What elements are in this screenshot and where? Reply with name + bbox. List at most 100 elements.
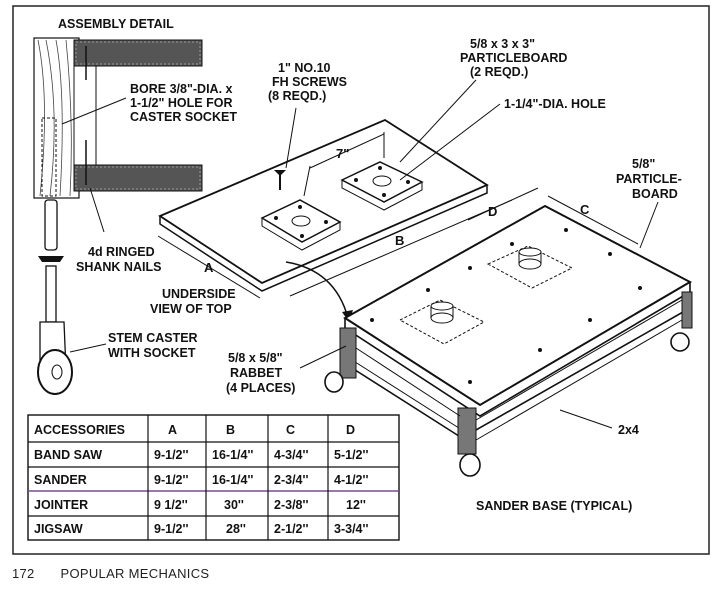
rabbet-label-line1: 5/8 x 5/8"	[228, 351, 283, 365]
seven-inch-ext	[303, 165, 311, 197]
nail-dot	[608, 252, 612, 256]
detail-top-board-texture	[75, 41, 201, 65]
screw-hole	[324, 220, 328, 224]
base-pad-2-tube-top	[518, 247, 542, 257]
screw-hole	[300, 234, 304, 238]
underside-label-line2: VIEW OF TOP	[150, 302, 232, 316]
screw-hole	[274, 216, 278, 220]
detail-top-board	[73, 39, 203, 67]
seven-inch-dim	[309, 133, 385, 169]
flip-arrow	[285, 261, 349, 319]
table-header-cell: A	[168, 423, 177, 437]
table-cell: 28''	[226, 522, 246, 536]
pb58-label-line2: PARTICLE-	[616, 172, 682, 186]
table-cell: BAND SAW	[34, 448, 102, 462]
nail-dot	[468, 266, 472, 270]
nail-dot	[564, 228, 568, 232]
two-by-four-leader	[559, 409, 613, 429]
corner-post-left	[339, 327, 357, 379]
corner-post-front	[457, 407, 477, 455]
fh-screw-head	[274, 170, 286, 176]
base-caster	[324, 371, 344, 393]
rabbet-leader	[299, 345, 347, 369]
inner-rail	[475, 299, 683, 421]
nail-dot	[638, 286, 642, 290]
underside-label-line1: UNDERSIDE	[162, 287, 236, 301]
seven-inch-label: 7"	[336, 146, 349, 161]
page-number: 172	[12, 566, 35, 581]
table-cell: 5-1/2''	[334, 448, 368, 462]
hole-label: 1-1/4"-DIA. HOLE	[504, 97, 606, 111]
nail-dot	[588, 318, 592, 322]
detail-bottom-board	[73, 164, 203, 192]
dim-b-label: B	[395, 233, 404, 248]
dim-a-line	[157, 235, 261, 299]
table-header-cell: ACCESSORIES	[34, 423, 125, 437]
base-pad-1-tube-top	[430, 301, 454, 311]
table-header-cell: B	[226, 423, 235, 437]
sander-base: C D 5/8" PARTICLE- BOARD 5/8 x 5/8" RABB…	[226, 157, 693, 513]
rabbet-label-line2: RABBET	[230, 366, 282, 380]
caster-socket-hole	[41, 117, 57, 197]
table-cell: 9-1/2''	[154, 448, 188, 462]
base-top-front-edge	[344, 282, 691, 417]
caster-leader	[69, 343, 107, 353]
table-cell: 30''	[224, 498, 244, 512]
dim-c-line	[547, 195, 639, 245]
pb-label-line1: 5/8 x 3 x 3"	[470, 37, 535, 51]
screws-label-line2: FH SCREWS	[272, 75, 347, 89]
nail-dot	[510, 242, 514, 246]
detail-bottom-board-texture	[75, 166, 201, 190]
bore-leader	[61, 97, 127, 125]
bore-label-line2: 1-1/2" HOLE FOR	[130, 96, 232, 110]
table-cell: 2-3/4''	[274, 473, 308, 487]
pb-label-line3: (2 REQD.)	[470, 65, 528, 79]
corner-post-right	[681, 291, 693, 329]
screw-hole	[298, 205, 302, 209]
screws-label-line3: (8 REQD.)	[268, 89, 326, 103]
pb-label-line2: PARTICLEBOARD	[460, 51, 567, 65]
base-pad-2-socket	[518, 258, 542, 270]
inner-rail	[355, 347, 461, 417]
nails-label-line2: SHANK NAILS	[76, 260, 161, 274]
table-cell: SANDER	[34, 473, 87, 487]
dim-d-label: D	[488, 204, 497, 219]
accessories-table: ACCESSORIES A B C D BAND SAW 9-1/2'' 16-…	[27, 414, 400, 541]
table-cell: JIGSAW	[34, 522, 83, 536]
screws-leader	[285, 107, 297, 169]
base-caster	[459, 453, 481, 477]
caster-stem-lower	[45, 265, 57, 323]
caster-label-line2: WITH SOCKET	[108, 346, 196, 360]
nails-label-line1: 4d RINGED	[88, 245, 155, 259]
figure-border	[12, 5, 710, 555]
table-cell: 9 1/2''	[154, 498, 188, 512]
dim-a-label: A	[204, 260, 214, 275]
sander-base-caption: SANDER BASE (TYPICAL)	[476, 499, 632, 513]
publication-name: POPULAR MECHANICS	[60, 566, 210, 581]
bore-label-line3: CASTER SOCKET	[130, 110, 237, 124]
pb58-label-line3: BOARD	[632, 187, 678, 201]
two-by-four-label: 2x4	[618, 423, 639, 437]
underside-top-view: 7" A B 1" NO.10 FH SCREWS (8 REQD.) 5/8 …	[150, 37, 606, 322]
screw-hole	[382, 193, 386, 197]
dim-d-line	[467, 187, 539, 221]
base-caster	[670, 332, 690, 352]
pb-leader	[399, 79, 477, 163]
table-cell: 4-1/2''	[334, 473, 368, 487]
table-header-cell: C	[286, 423, 295, 437]
nail-dot	[426, 288, 430, 292]
nail-dot	[370, 318, 374, 322]
nails-leader	[89, 187, 105, 233]
table-cell: 2-1/2''	[274, 522, 308, 536]
screw-hole	[406, 180, 410, 184]
wood-grain-lines	[37, 39, 72, 197]
pad-1-hole	[291, 215, 311, 227]
particleboard-pad-2-side	[341, 180, 423, 211]
nail-dot	[538, 348, 542, 352]
bore-label-line1: BORE 3/8"-DIA. x	[130, 82, 233, 96]
base-pad-1-tube	[430, 306, 454, 318]
table-frame	[27, 414, 400, 541]
inner-rail	[475, 319, 683, 441]
pb58-leader	[639, 201, 659, 249]
table-cell: 2-3/8''	[274, 498, 308, 512]
